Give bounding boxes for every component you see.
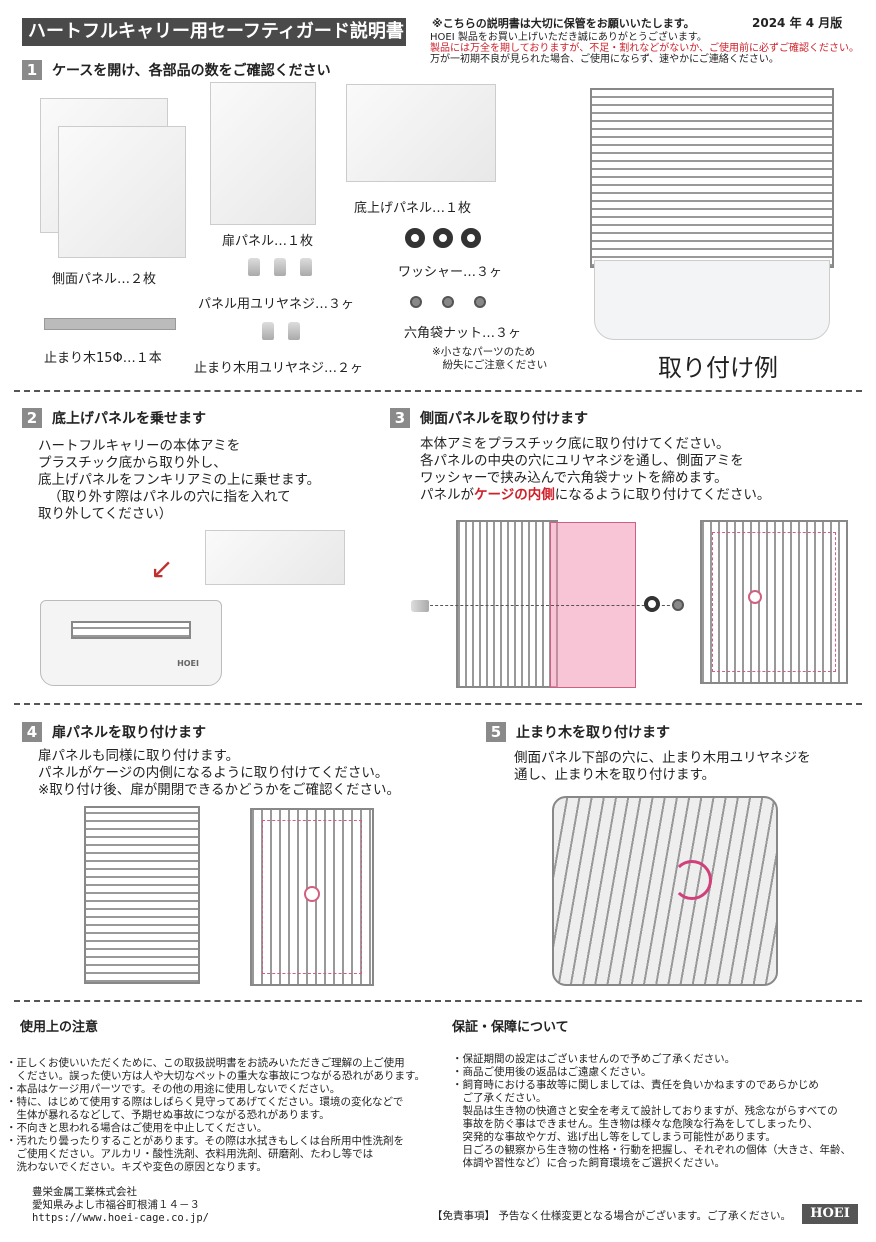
hoei-logo: HOEI [802,1204,858,1224]
step2-heading: 2 底上げパネルを乗せます [22,408,206,428]
step-title: 底上げパネルを乗せます [52,411,206,427]
divider [14,1000,862,1002]
emphasis-inside: ケージの内側 [474,487,555,503]
part-label: 止まり木15Φ…１本 [44,351,162,366]
step-title: 側面パネルを取り付けます [420,411,588,427]
panel-screws-image [248,258,312,276]
raise-panel-image [205,530,345,585]
part-label: 止まり木用ユリヤネジ…２ヶ [194,361,364,376]
step2-text: ハートフルキャリーの本体アミをプラスチック底から取り外し、底上げパネルをフンキリ… [38,438,321,522]
thanks-text: HOEI 製品をお買い上げいただき誠にありがとうございます。 [430,32,707,43]
warranty-list: ・保証期間の設定はございませんので予めご了承ください。・商品ご使用後の返品はご遠… [452,1053,851,1169]
step5-heading: 5 止まり木を取り付けます [486,722,670,742]
door-panel-image [210,82,316,225]
washer-icon [644,596,660,612]
step-number: 1 [22,60,42,80]
part-label: 側面パネル…２枚 [52,272,157,287]
side-panel-image [58,126,186,258]
step-title: ケースを開け、各部品の数をご確認ください [52,63,331,79]
part-label: 六角袋ナット…３ヶ [404,326,522,341]
perch-screws-image [262,322,300,340]
door-cage-image [84,806,200,984]
edition: 2024 年 4 月版 [752,16,843,30]
step-title: 止まり木を取り付けます [516,725,670,741]
nut-icon [672,599,684,611]
cage-base-image [594,260,830,340]
document-title: ハートフルキャリー用セーフティガード説明書 [22,18,406,46]
step-number: 3 [390,408,410,428]
step3-text: 本体アミをプラスチック底に取り付けてください。各パネルの中央の穴にユリヤネジを通… [420,436,771,503]
tray-image: HOEI [40,600,222,686]
raise-panel-image [346,84,496,182]
part-label: パネル用ユリヤネジ…３ヶ [198,297,355,312]
cautions-title: 使用上の注意 [20,1020,99,1035]
step4-text: 扉パネルも同様に取り付けます。パネルがケージの内側になるように取り付けてください… [38,748,401,798]
part-label: 底上げパネル…１枚 [354,201,472,216]
cautions-list: ・正しくお使いいただくために、この取扱説明書をお読みいただきご理解の上ご使用 く… [6,1057,425,1173]
keep-notice: ※こちらの説明書は大切に保管をお願いいたします。 [432,17,695,30]
cage-example-image [590,88,834,268]
step-title: 扉パネルを取り付けます [52,725,206,741]
defect-notice: 万が一初期不良が見られた場合、ご使用にならず、速やかにご連絡ください。 [430,54,779,65]
divider [14,703,862,705]
step-number: 5 [486,722,506,742]
disclaimer: 【免責事項】 予告なく仕様変更となる場合がございます。ご了承ください。 [432,1210,791,1222]
perch-image [44,318,176,330]
nuts-image [410,296,486,308]
side-assembled-image [700,520,848,684]
assembly-axis [420,605,680,606]
company-address: 愛知県みよし市福谷町根浦１４－３ [32,1199,200,1211]
part-label: 扉パネル…１枚 [222,234,314,249]
step5-text: 側面パネル下部の穴に、止まり木用ユリヤネジを通し、止まり木を取り付けます。 [514,750,811,783]
step1-heading: 1 ケースを開け、各部品の数をご確認ください [22,60,331,80]
part-label: ワッシャー…３ヶ [398,265,503,280]
brand-label: HOEI [177,659,199,668]
company-url[interactable]: https://www.hoei-cage.co.jp/ [32,1212,210,1224]
step-number: 4 [22,722,42,742]
screw-icon [411,600,429,612]
side-mesh-image [456,520,558,688]
perch-closeup-image [552,796,778,986]
warranty-title: 保証・保障について [452,1020,569,1035]
example-label: 取り付け例 [658,354,778,382]
company-info: 豊栄金属工業株式会社愛知県みよし市福谷町根浦１４－３ https://www.h… [32,1186,209,1225]
washers-image [405,228,481,248]
door-assembled-image [250,808,374,986]
step4-heading: 4 扉パネルを取り付けます [22,722,206,742]
small-parts-note: ※小さなパーツのため 紛失にご注意ください [432,346,548,371]
step3-heading: 3 側面パネルを取り付けます [390,408,588,428]
arrow-icon: ↙ [150,552,174,585]
divider [14,390,862,392]
step-number: 2 [22,408,42,428]
company-name: 豊栄金属工業株式会社 [32,1186,137,1198]
check-notice: 製品には万全を期しておりますが、不足・割れなどがないか、ご使用前に必ずご確認くだ… [430,43,859,54]
